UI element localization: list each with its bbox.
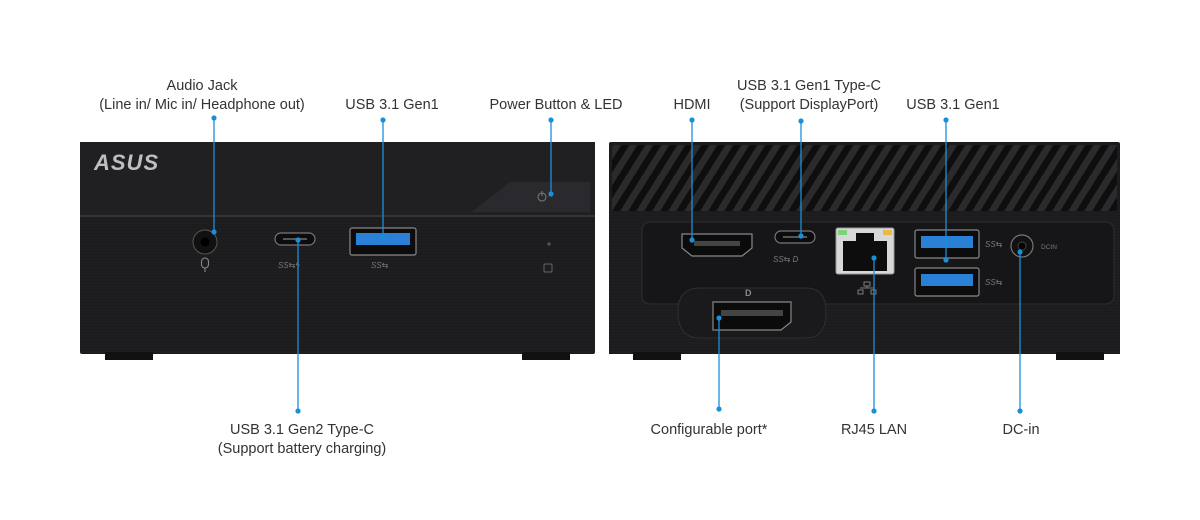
front-unit: ASUS SS⇆ϟ SS⇆ xyxy=(80,142,595,360)
label-audio-jack: Audio Jack (Line in/ Mic in/ Headphone o… xyxy=(99,78,305,113)
rear-usb-c-port[interactable] xyxy=(774,230,816,244)
audio-jack-port[interactable] xyxy=(192,229,218,255)
configurable-port[interactable] xyxy=(712,301,792,331)
microphone-icon xyxy=(200,257,210,272)
ss-usb-icon: SS⇆ xyxy=(985,278,1003,287)
label-hdmi: HDMI xyxy=(673,97,711,113)
label-power-button: Power Button & LED xyxy=(489,97,623,113)
ss-usb-power-icon: SS⇆ϟ xyxy=(278,261,300,270)
rear-unit: SS⇆ D SS⇆ SS⇆ xyxy=(609,142,1120,360)
callout-lines xyxy=(211,115,1023,414)
ss-usb-displayport-icon: SS⇆ D xyxy=(773,255,799,264)
rear-usb-a-port-top[interactable] xyxy=(914,229,980,259)
dc-in-marking: DCIN xyxy=(1041,244,1057,251)
rear-usb-a-port-bottom[interactable] xyxy=(914,267,980,297)
label-dc-in: DC-in xyxy=(1002,422,1040,438)
front-usb-c-port[interactable] xyxy=(274,232,316,246)
hdmi-port[interactable] xyxy=(681,233,753,257)
rj45-lan-port[interactable] xyxy=(835,227,895,275)
label-rj45-lan: RJ45 LAN xyxy=(840,422,908,438)
ss-usb-icon: SS⇆ xyxy=(371,261,389,270)
label-usb31-gen2-typec: USB 3.1 Gen2 Type-C (Support battery cha… xyxy=(217,422,387,457)
power-button[interactable] xyxy=(472,182,590,212)
asus-logo: ASUS xyxy=(93,150,159,175)
label-front-usb31-gen1: USB 3.1 Gen1 xyxy=(345,97,439,113)
power-icon xyxy=(537,191,547,202)
dc-in-port[interactable] xyxy=(1010,234,1034,258)
label-usb31-gen1-typec: USB 3.1 Gen1 Type-C (Support DisplayPort… xyxy=(736,78,882,113)
label-rear-usb31-gen1: USB 3.1 Gen1 xyxy=(906,97,1000,113)
displayport-icon: D xyxy=(745,288,752,298)
label-configurable-port: Configurable port* xyxy=(650,422,768,438)
led-indicator xyxy=(547,242,551,246)
ss-usb-icon: SS⇆ xyxy=(985,240,1003,249)
drive-activity-icon xyxy=(543,263,553,273)
